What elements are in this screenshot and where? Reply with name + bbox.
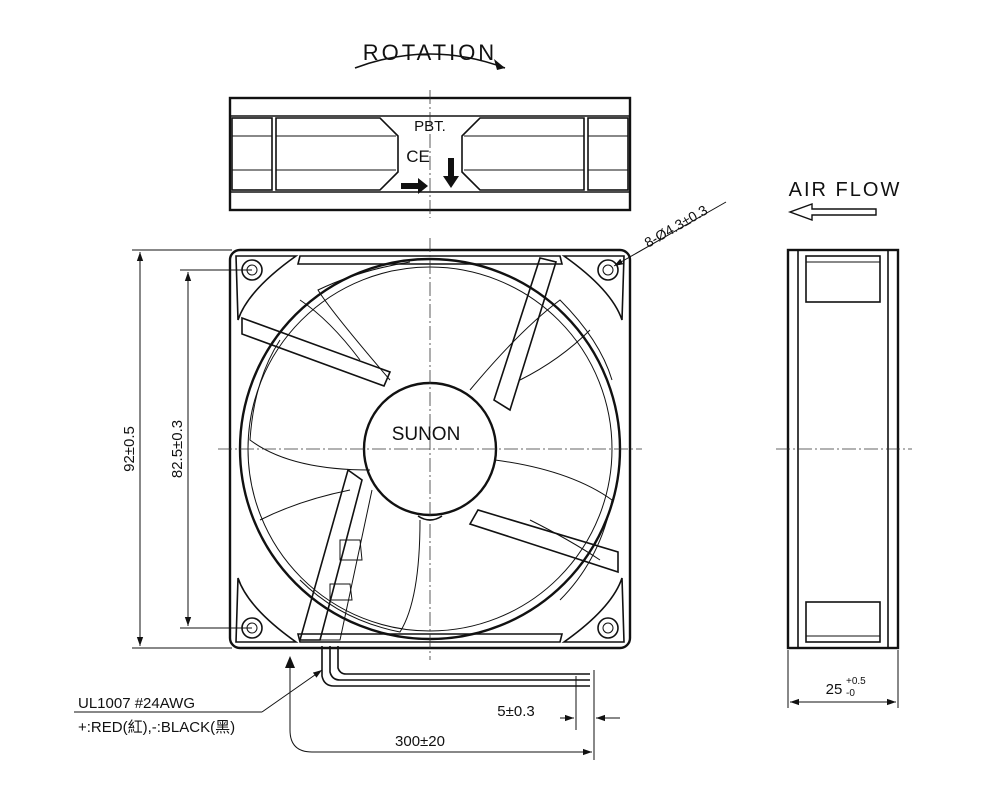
side-view: AIR FLOW [776,179,912,650]
thickness-dimension: 25 +0.5 -0 [787,650,899,708]
brand-label: SUNON [392,424,461,445]
hole-spec-label: 8-Ø4.3±0.3 [642,202,711,251]
rotation-label: ROTATION [363,40,497,65]
hole-pitch-label: 82.5±0.3 [169,420,186,478]
ce-mark-icon: CE [406,147,430,166]
lead-length-label: 300±20 [395,733,445,750]
thickness-base-label: 25 [826,681,843,698]
overall-size-dimension: 92±0.5 [121,249,232,649]
thickness-minus-label: -0 [846,688,855,699]
material-label: PBT. [414,118,446,135]
spokes [241,257,619,641]
hole-pitch-dimension: 82.5±0.3 [169,269,252,629]
air-flow-arrow-icon [787,203,877,221]
rotation-arrow-icon [494,59,505,70]
wire-spec-label: UL1007 #24AWG [78,695,195,712]
lead-wires: 5±0.3 300±20 UL1007 #24AWG +:RED(紅),-:BL… [74,646,620,760]
rotation-arc [354,53,506,69]
mount-holes [235,255,625,643]
overall-size-label: 92±0.5 [121,426,138,472]
fan-blades [249,261,613,633]
rotation-indicator: ROTATION [354,40,506,70]
front-view: SUNON [218,238,642,660]
hole-spec: 8-Ø4.3±0.3 [613,201,727,267]
arrow-right-icon [401,178,428,194]
air-flow-label: AIR FLOW [789,179,902,201]
thickness-plus-label: +0.5 [846,676,866,687]
wire-colors-label: +:RED(紅),-:BLACK(黑) [78,719,235,736]
strip-length-label: 5±0.3 [497,703,534,720]
top-view: PBT. CE [228,90,632,218]
arrow-down-icon [443,158,459,188]
